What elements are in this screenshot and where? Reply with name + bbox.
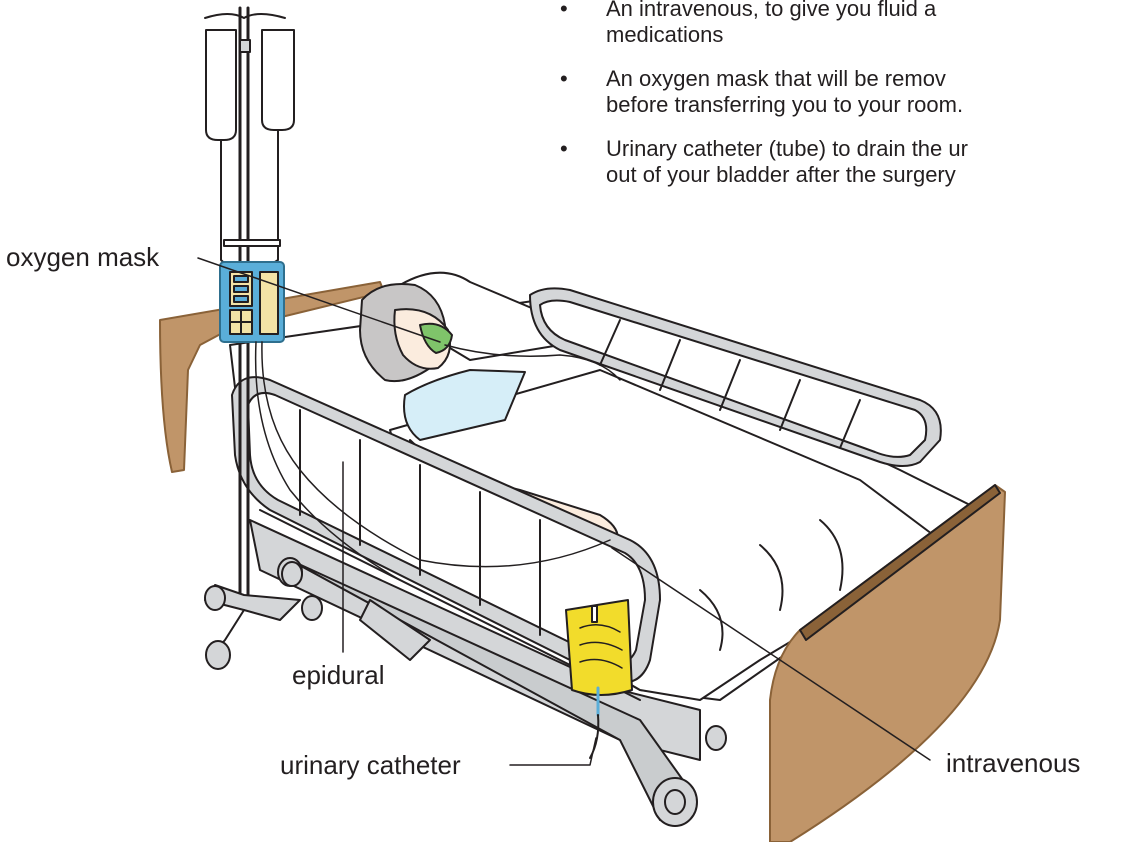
label-intravenous: intravenous xyxy=(946,748,1080,778)
label-epidural: epidural xyxy=(292,660,385,690)
urinary-catheter-leader xyxy=(510,738,596,765)
bullet-text: Urinary catheter (tube) to drain the ur … xyxy=(606,136,1121,188)
label-urinary-catheter: urinary catheter xyxy=(280,750,461,780)
bullet-text: An oxygen mask that will be remov before… xyxy=(606,66,1121,118)
bullet-item-intravenous: An intravenous, to give you fluid a medi… xyxy=(560,0,1121,48)
iv-bags xyxy=(206,30,294,270)
bullet-item-urinary-catheter: Urinary catheter (tube) to drain the ur … xyxy=(560,136,1121,188)
label-oxygen-mask: oxygen mask xyxy=(6,242,159,272)
iv-pump xyxy=(220,240,284,342)
bullet-text: An intravenous, to give you fluid a medi… xyxy=(606,0,1121,48)
bullet-item-oxygen-mask: An oxygen mask that will be remov before… xyxy=(560,66,1121,118)
bullet-list: An intravenous, to give you fluid a medi… xyxy=(560,0,1121,206)
